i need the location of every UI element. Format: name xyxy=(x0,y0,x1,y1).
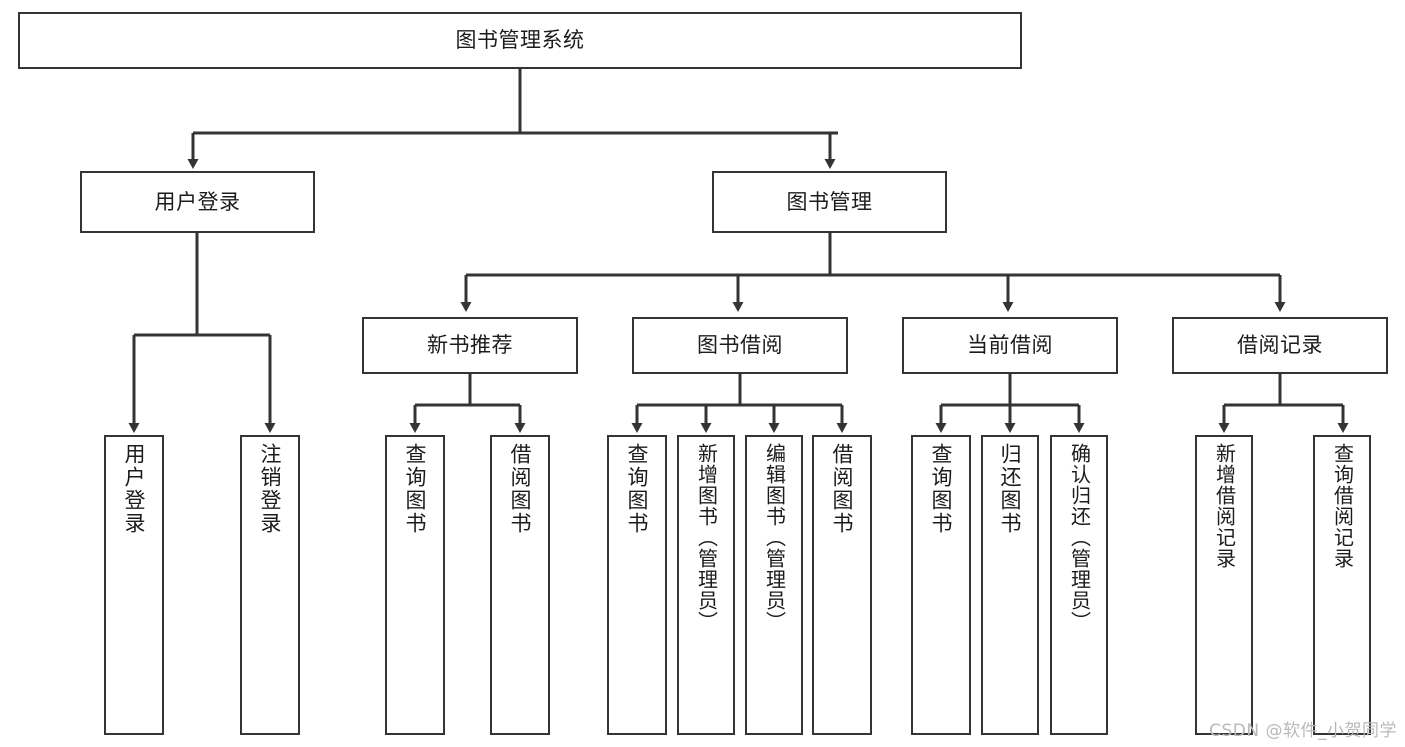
node-leaf-add-record-label: 新增借阅记录 xyxy=(1212,443,1237,569)
node-borrow-record-label: 借阅记录 xyxy=(1237,333,1323,358)
node-leaf-confirm-return[interactable]: 确认归还（管理员） xyxy=(1050,435,1108,735)
node-leaf-query-book-2-label: 查询图书 xyxy=(625,443,650,535)
watermark-text: CSDN @软件_小贺同学 xyxy=(1209,721,1397,741)
node-root-system-label: 图书管理系统 xyxy=(455,28,585,53)
node-leaf-add-book[interactable]: 新增图书（管理员） xyxy=(677,435,735,735)
node-book-management-label: 图书管理 xyxy=(786,189,873,214)
node-user-login-label: 用户登录 xyxy=(154,189,241,214)
node-leaf-query-book-3-label: 查询图书 xyxy=(929,443,954,535)
node-user-login[interactable]: 用户登录 xyxy=(80,171,315,233)
node-leaf-borrow-book-1-label: 借阅图书 xyxy=(508,443,533,535)
node-new-book-recommend[interactable]: 新书推荐 xyxy=(362,317,578,374)
node-leaf-return-book-label: 归还图书 xyxy=(998,443,1023,535)
node-current-borrow-label: 当前借阅 xyxy=(967,333,1053,358)
node-leaf-query-record-label: 查询借阅记录 xyxy=(1330,443,1355,569)
node-leaf-query-record[interactable]: 查询借阅记录 xyxy=(1313,435,1371,735)
node-root-system[interactable]: 图书管理系统 xyxy=(18,12,1022,69)
node-leaf-user-login-label: 用户登录 xyxy=(122,443,147,535)
node-leaf-query-book-1[interactable]: 查询图书 xyxy=(385,435,445,735)
node-leaf-edit-book-label: 编辑图书（管理员） xyxy=(762,443,787,632)
node-leaf-borrow-book-2-label: 借阅图书 xyxy=(830,443,855,535)
node-leaf-borrow-book-2[interactable]: 借阅图书 xyxy=(812,435,872,735)
node-book-borrow[interactable]: 图书借阅 xyxy=(632,317,848,374)
node-leaf-borrow-book-1[interactable]: 借阅图书 xyxy=(490,435,550,735)
node-leaf-query-book-3[interactable]: 查询图书 xyxy=(911,435,971,735)
node-leaf-return-book[interactable]: 归还图书 xyxy=(981,435,1039,735)
node-leaf-user-login[interactable]: 用户登录 xyxy=(104,435,164,735)
node-book-borrow-label: 图书借阅 xyxy=(697,333,783,358)
node-leaf-logout-label: 注销登录 xyxy=(258,443,283,535)
node-leaf-edit-book[interactable]: 编辑图书（管理员） xyxy=(745,435,803,735)
node-leaf-add-book-label: 新增图书（管理员） xyxy=(694,443,719,632)
node-leaf-confirm-return-label: 确认归还（管理员） xyxy=(1067,443,1092,632)
node-new-book-recommend-label: 新书推荐 xyxy=(427,333,513,358)
node-current-borrow[interactable]: 当前借阅 xyxy=(902,317,1118,374)
node-leaf-query-book-2[interactable]: 查询图书 xyxy=(607,435,667,735)
node-borrow-record[interactable]: 借阅记录 xyxy=(1172,317,1388,374)
node-book-management[interactable]: 图书管理 xyxy=(712,171,947,233)
node-leaf-logout[interactable]: 注销登录 xyxy=(240,435,300,735)
node-leaf-query-book-1-label: 查询图书 xyxy=(403,443,428,535)
node-leaf-add-record[interactable]: 新增借阅记录 xyxy=(1195,435,1253,735)
